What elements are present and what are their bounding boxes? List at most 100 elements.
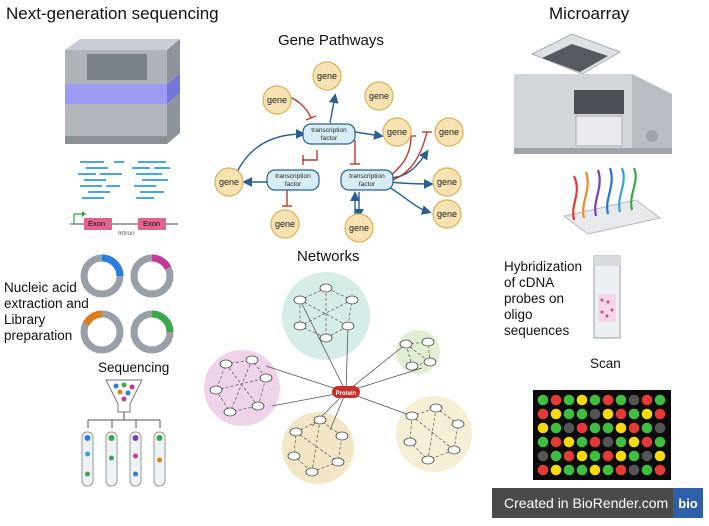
array-spot <box>654 408 666 420</box>
array-spot <box>576 408 588 420</box>
array-spot <box>550 422 562 434</box>
tf-label: factor <box>321 135 338 142</box>
array-spot <box>615 408 627 420</box>
gene-node-label: gene <box>349 223 369 233</box>
array-spot <box>628 464 640 476</box>
array-spot <box>537 408 549 420</box>
tf-label: transcription <box>275 173 311 180</box>
array-spot <box>589 450 601 462</box>
microarray-title: Microarray <box>549 4 630 23</box>
exon-label-left: Exon <box>88 219 106 228</box>
gene-node-label: gene <box>437 209 457 219</box>
sequencing-funnel-tubes <box>81 379 166 487</box>
tf-label: factor <box>359 181 376 188</box>
sequencing-label: Sequencing <box>98 360 170 375</box>
array-spot <box>550 394 562 406</box>
array-spot <box>537 394 549 406</box>
sequencing-reads-diagram <box>70 161 178 230</box>
protein-network-diagram: Protein <box>204 272 472 484</box>
cdna-probes-slide <box>562 167 662 235</box>
array-spot <box>589 394 601 406</box>
array-spot <box>537 436 549 448</box>
tf-label: factor <box>285 181 302 188</box>
array-spot <box>589 408 601 420</box>
array-spot <box>550 408 562 420</box>
intron-label: Intron <box>118 230 135 237</box>
array-spot <box>563 408 575 420</box>
array-spot <box>641 422 653 434</box>
array-spot <box>550 464 562 476</box>
array-spot <box>576 394 588 406</box>
array-spot <box>563 464 575 476</box>
array-spot <box>615 450 627 462</box>
gene-node-label: gene <box>439 127 459 137</box>
array-spot <box>615 436 627 448</box>
gene-pathways-title: Gene Pathways <box>278 32 384 49</box>
networks-title: Networks <box>297 248 360 265</box>
hybridization-label: Hybridization of cDNA probes on oligo se… <box>504 259 583 338</box>
array-spot <box>576 450 588 462</box>
array-spot <box>654 394 666 406</box>
tf-label: transcription <box>311 127 347 134</box>
array-spot <box>654 464 666 476</box>
watermark-text: Created in BioRender.com <box>504 495 669 511</box>
array-spot <box>628 394 640 406</box>
array-spot <box>537 450 549 462</box>
array-spot <box>589 422 601 434</box>
array-spot <box>576 436 588 448</box>
gene-node-label: gene <box>267 95 287 105</box>
array-spot <box>563 450 575 462</box>
array-spot <box>550 450 562 462</box>
array-spot <box>654 450 666 462</box>
array-spot <box>641 450 653 462</box>
array-spot <box>628 422 640 434</box>
array-spot <box>563 422 575 434</box>
nucleic-acid-label: Nucleic acid extraction and Library prep… <box>4 280 89 343</box>
array-spot <box>641 436 653 448</box>
array-spot <box>628 436 640 448</box>
biorender-logo-icon: bio <box>673 488 703 518</box>
gene-nodes <box>214 61 464 243</box>
biorender-watermark: Created in BioRender.com bio <box>492 488 703 518</box>
array-spot <box>576 422 588 434</box>
gene-node-label: gene <box>369 91 389 101</box>
array-spot <box>602 436 614 448</box>
array-spot <box>602 394 614 406</box>
gene-node-label: gene <box>437 177 457 187</box>
gene-pathway-diagram: gene gene gene gene gene gene gene gene … <box>214 61 464 243</box>
array-spot <box>589 464 601 476</box>
library-prep-rings <box>80 254 174 354</box>
array-spot <box>615 394 627 406</box>
gene-node-label: gene <box>275 219 295 229</box>
array-spot <box>602 408 614 420</box>
array-spot <box>550 436 562 448</box>
gene-node-label: gene <box>387 127 407 137</box>
microarray-result-grid <box>533 390 671 480</box>
slide-tube-icon <box>593 255 621 339</box>
array-spot <box>628 408 640 420</box>
array-spot <box>602 422 614 434</box>
array-spot <box>537 422 549 434</box>
exon-label-right: Exon <box>143 219 161 228</box>
array-spot <box>563 436 575 448</box>
array-spot <box>602 464 614 476</box>
gene-node-label: gene <box>317 71 337 81</box>
gene-node-label: gene <box>219 177 239 187</box>
array-spot <box>615 422 627 434</box>
sequencer-machine-icon <box>65 39 180 144</box>
network-hub-label: Protein <box>336 391 357 397</box>
array-spot <box>654 422 666 434</box>
microarray-scanner-icon <box>514 33 672 154</box>
array-spot <box>654 436 666 448</box>
array-spot <box>641 408 653 420</box>
array-spot <box>576 464 588 476</box>
array-spot <box>628 450 640 462</box>
array-spot <box>641 464 653 476</box>
array-spot <box>537 464 549 476</box>
ngs-title: Next-generation sequencing <box>6 4 219 23</box>
tf-label: transcription <box>349 173 385 180</box>
array-spot <box>641 394 653 406</box>
array-spot <box>563 394 575 406</box>
scan-label: Scan <box>590 356 621 371</box>
array-spot <box>602 450 614 462</box>
